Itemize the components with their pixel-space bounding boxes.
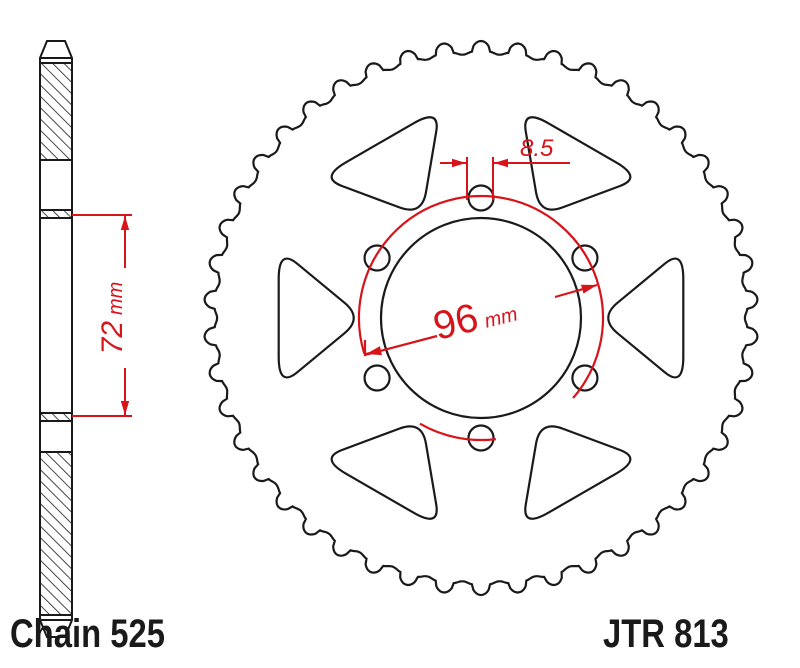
offset-dimension (72, 214, 132, 417)
hatch-thin-bottom (39, 412, 73, 422)
sprocket-teeth-outline (203, 39, 759, 597)
bolt-hole (363, 244, 391, 272)
side-view (39, 40, 73, 638)
bolt-hole (571, 244, 599, 272)
hatch-thin-top (39, 209, 73, 219)
chain-label: Chain 525 (10, 612, 165, 656)
bolt-hole-dimension-label: 8.5 (520, 135, 554, 162)
pcd-leader-left (363, 334, 438, 357)
sprocket-front-view (203, 39, 759, 597)
lightening-window (524, 116, 632, 211)
offset-dimension-label: 72mm (96, 282, 129, 355)
pcd-arc-bottom (419, 422, 497, 442)
lightening-window (277, 257, 355, 379)
bolt-hole-dimension (440, 157, 570, 200)
pcd-dimension-label: 96mm (429, 286, 521, 349)
hatch-top (39, 62, 73, 161)
pcd-arc (357, 194, 605, 399)
hatch-bottom (39, 451, 73, 616)
lightening-window (330, 116, 438, 211)
lightening-window (524, 425, 632, 520)
lightening-window (330, 425, 438, 520)
lightening-window (607, 257, 685, 379)
bolt-hole (571, 364, 599, 392)
bolt-hole (363, 364, 391, 392)
bolt-hole (467, 184, 495, 212)
part-number: JTR 813 (603, 612, 729, 656)
center-hole (379, 216, 583, 420)
pcd-dimension (357, 194, 605, 442)
bolt-hole (467, 424, 495, 452)
pcd-leader-right (554, 283, 598, 299)
